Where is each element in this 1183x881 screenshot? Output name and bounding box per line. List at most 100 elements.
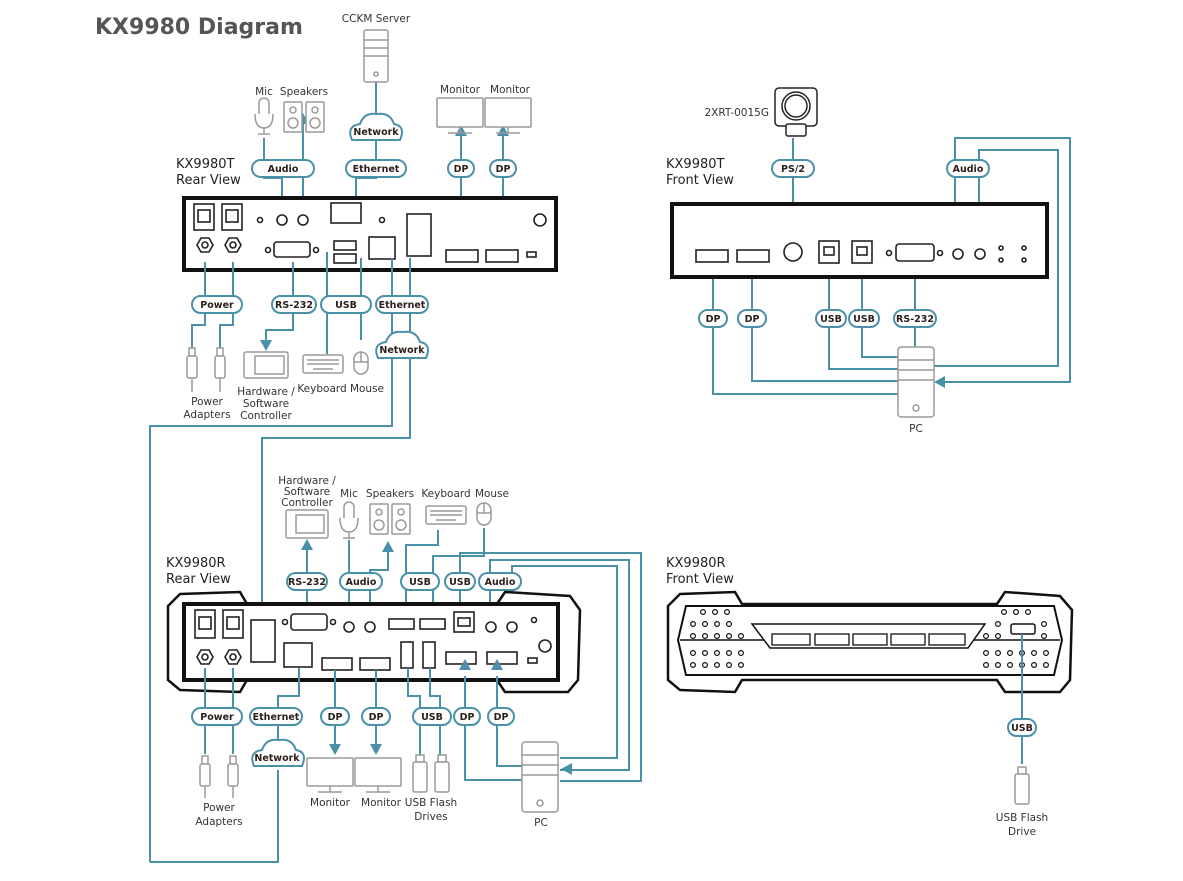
svg-text:RS-232: RS-232 (275, 300, 313, 311)
mouse-icon (476, 502, 492, 526)
vent-hole (725, 620, 732, 627)
power-adapter-icon (199, 755, 211, 798)
vent-hole (713, 661, 720, 668)
hw-sw-label: Hardware / (278, 475, 336, 487)
vent-hole (1012, 608, 1019, 615)
usb-pill: USB (815, 309, 847, 328)
network-label: Network (379, 345, 425, 356)
mic-icon (254, 97, 274, 135)
r-rear-name: KX9980R (166, 556, 226, 571)
vent-hole (725, 649, 732, 656)
usb-flash-drive-icon (1014, 766, 1030, 805)
vent-hole (689, 649, 696, 656)
dp-pill: DP (698, 309, 728, 328)
vent-hole (982, 661, 989, 668)
pc-label: PC (909, 423, 923, 435)
arrow-down-icon (260, 340, 272, 351)
vent-hole (699, 608, 706, 615)
vent-hole (1040, 620, 1047, 627)
kx9980r-front-unit (666, 590, 1074, 694)
pc-label: PC (534, 817, 548, 829)
power-pill: Power (191, 295, 243, 314)
rs232-pill: RS-232 (286, 572, 328, 591)
vent-hole (1030, 661, 1037, 668)
usb-pill: USB (400, 572, 440, 591)
ethernet-pill: Ethernet (345, 159, 407, 178)
keyboard-icon (302, 354, 344, 374)
vent-hole (1042, 661, 1049, 668)
dp-pill: DP (320, 707, 350, 726)
vent-hole (723, 608, 730, 615)
vent-hole (701, 632, 708, 639)
vent-hole (1040, 632, 1047, 639)
svg-text:USB: USB (449, 577, 471, 588)
mouse-label: Mouse (475, 488, 509, 500)
audio-pill: Audio (251, 159, 315, 178)
vent-hole (982, 649, 989, 656)
vent-hole (994, 661, 1001, 668)
usb-pill: USB (320, 295, 372, 314)
usb-pill: USB (412, 707, 452, 726)
svg-text:Power: Power (200, 300, 234, 311)
usb-pill: USB (1007, 718, 1037, 737)
vent-hole (737, 632, 744, 639)
r-rear-wires-bottom (150, 668, 522, 863)
vent-hole (701, 649, 708, 656)
usb-pill: USB (848, 309, 880, 328)
svg-text:USB: USB (335, 300, 357, 311)
vent-hole (689, 632, 696, 639)
diagram-title: KX9980 Diagram (95, 15, 303, 40)
svg-text:Audio: Audio (346, 577, 377, 588)
svg-text:Ethernet: Ethernet (353, 164, 400, 175)
hw-sw-label: Software (284, 486, 330, 498)
svg-text:Ethernet: Ethernet (379, 300, 426, 311)
monitor-icon (436, 97, 484, 134)
vent-hole (713, 649, 720, 656)
svg-text:DP: DP (745, 314, 760, 325)
cckm-server-icon (363, 29, 389, 83)
t-rear-ports (193, 202, 547, 264)
dp-pill: DP (447, 159, 475, 178)
hw-sw-label: Controller (240, 410, 292, 422)
dp-pill: DP (489, 159, 517, 178)
vent-hole (713, 632, 720, 639)
vent-hole (982, 632, 989, 639)
arrow-left-icon (561, 763, 572, 775)
mouse-label: Mouse (350, 383, 384, 395)
network-cloud-icon (251, 738, 305, 767)
usb-flash-drive-icon (412, 754, 428, 793)
r-front-view: Front View (666, 572, 734, 587)
hw-sw-label: Software (243, 398, 289, 410)
speakers-icon (369, 503, 411, 535)
ps2-pill: PS/2 (771, 159, 815, 178)
svg-text:Audio: Audio (953, 164, 984, 175)
svg-text:USB: USB (820, 314, 842, 325)
monitor-icon (306, 757, 354, 793)
svg-text:DP: DP (496, 164, 511, 175)
audio-pill: Audio (339, 572, 383, 591)
vent-hole (1006, 649, 1013, 656)
svg-text:Ethernet: Ethernet (253, 712, 300, 723)
hardware-software-controller-icon (285, 509, 329, 539)
keyboard-label: Keyboard (421, 488, 470, 500)
vent-hole (994, 620, 1001, 627)
monitor-icon (484, 97, 532, 134)
vent-hole (1042, 649, 1049, 656)
vent-hole (713, 620, 720, 627)
ps2-device-icon (774, 87, 818, 137)
r-front-name: KX9980R (666, 556, 726, 571)
arrow-left-icon (934, 376, 945, 388)
t-rear-wires-bottom (149, 252, 411, 862)
network-label: Network (254, 753, 300, 764)
power-adapters-label: Power (191, 396, 223, 408)
vent-hole (1030, 649, 1037, 656)
vent-hole (725, 632, 732, 639)
ps2-device-label: 2XRT-0015G (704, 107, 769, 119)
network-label: Network (353, 127, 399, 138)
pc-icon (897, 346, 935, 418)
svg-text:DP: DP (454, 164, 469, 175)
mouse-icon (353, 351, 369, 375)
arrow-up-icon (382, 541, 394, 552)
dp-pill: DP (737, 309, 767, 328)
